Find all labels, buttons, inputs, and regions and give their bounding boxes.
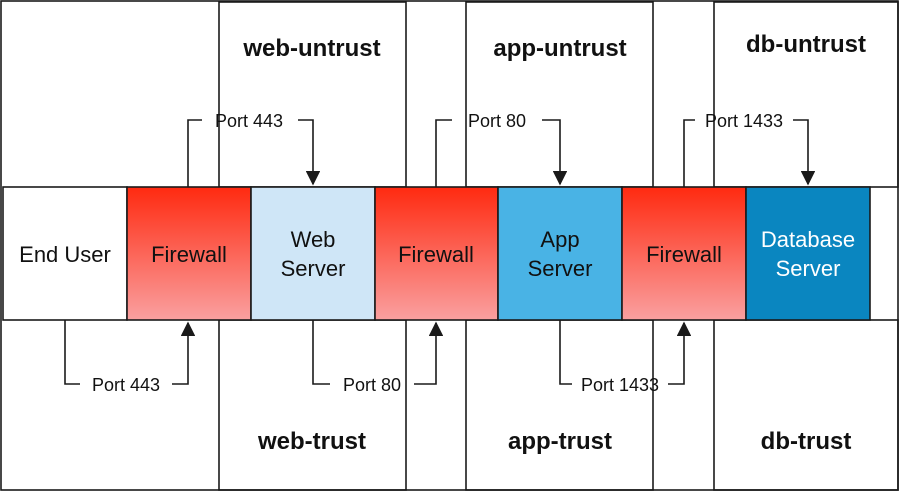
bottom-connector-app — [312, 320, 444, 385]
app-server-label-line1: App — [540, 227, 579, 252]
web-server-box — [250, 186, 376, 321]
top-connector-db — [683, 119, 816, 187]
zone-label-db-untrust: db-untrust — [746, 31, 866, 58]
port-label-top-db: Port 1433 — [705, 111, 783, 131]
firewall-box-2 — [374, 186, 499, 321]
app-server-label-line2: Server — [528, 256, 593, 281]
zone-label-app-untrust: app-untrust — [493, 35, 626, 62]
port-label-bottom-db: Port 1433 — [581, 375, 659, 395]
top-connector-web — [187, 119, 321, 187]
database-server-box — [745, 186, 871, 321]
end-user-label: End User — [19, 242, 111, 267]
firewall-label-2: Firewall — [398, 242, 474, 267]
port-label-top-web: Port 443 — [215, 111, 283, 131]
zone-label-web-untrust: web-untrust — [242, 35, 380, 62]
zone-label-web-trust: web-trust — [257, 428, 366, 455]
bottom-connector-db — [559, 320, 692, 385]
zone-label-db-trust: db-trust — [761, 428, 852, 455]
database-server-label-line2: Server — [776, 256, 841, 281]
zone-db-untrust — [713, 1, 899, 188]
port-label-top-app: Port 80 — [468, 111, 526, 131]
database-server-label-line1: Database — [761, 227, 855, 252]
bottom-connector-web — [64, 320, 196, 385]
firewall-box-3 — [621, 186, 747, 321]
firewall-label-3: Firewall — [646, 242, 722, 267]
port-label-bottom-app: Port 80 — [343, 375, 401, 395]
app-server-box — [497, 186, 623, 321]
web-server-label-line1: Web — [291, 227, 336, 252]
zone-db-trust — [713, 319, 899, 491]
web-server-label-line2: Server — [281, 256, 346, 281]
firewall-label-1: Firewall — [151, 242, 227, 267]
firewall-box-1 — [126, 186, 252, 321]
zone-label-app-trust: app-trust — [508, 428, 612, 455]
port-label-bottom-web: Port 443 — [92, 375, 160, 395]
top-connector-app — [435, 119, 568, 187]
